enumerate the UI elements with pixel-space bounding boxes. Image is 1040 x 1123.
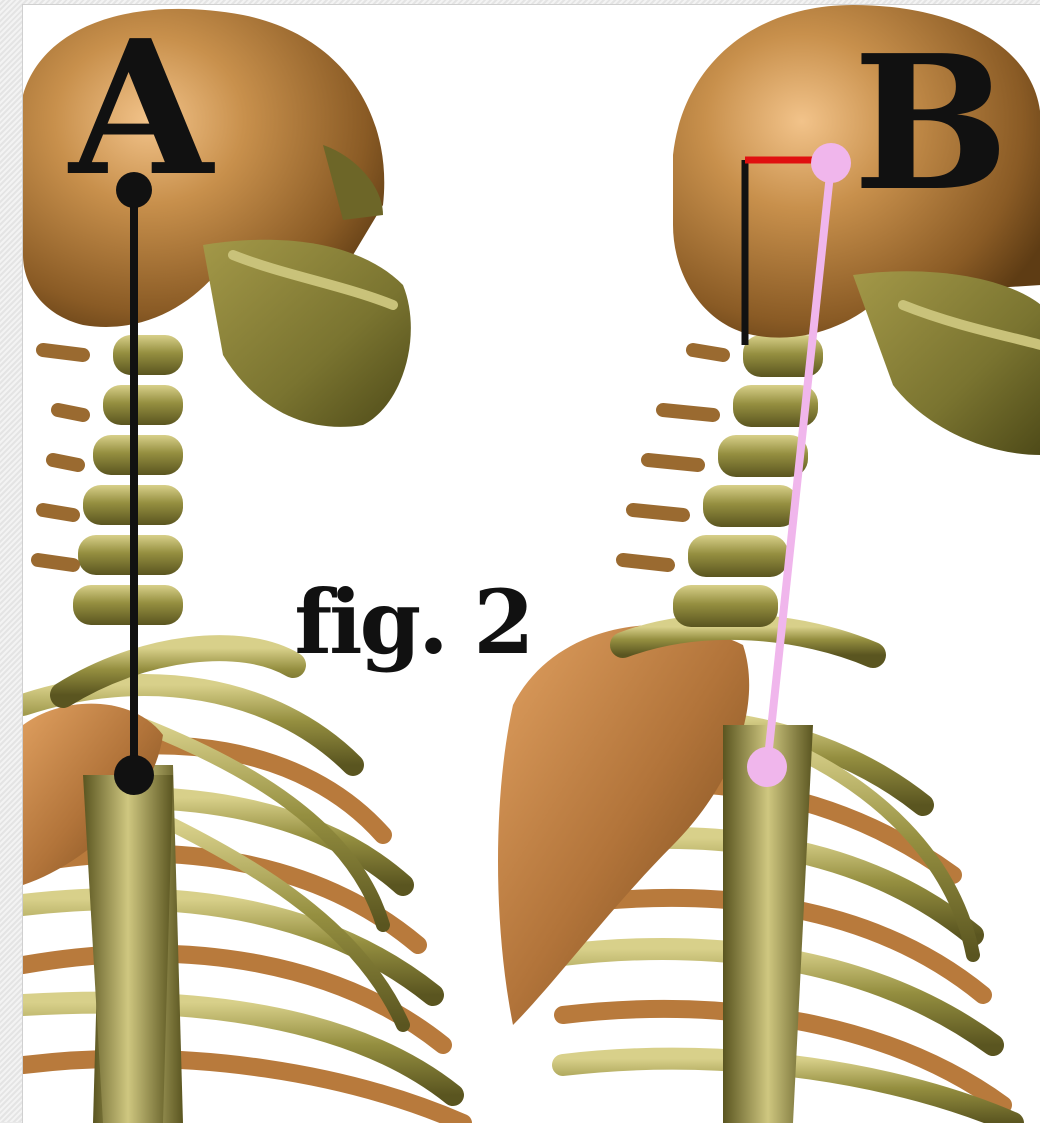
ear-marker-b (811, 143, 851, 183)
panel-a-label: A (67, 5, 215, 217)
figure-caption: fig. 2 (294, 570, 531, 674)
posture-diagram-svg: A B fig. 2 (23, 5, 1040, 1123)
cervical-spine-a (38, 335, 183, 625)
shoulder-b (498, 625, 749, 1025)
panel-b-label: B (853, 14, 1009, 232)
posture-figure: A B fig. 2 (22, 4, 1040, 1123)
shoulder-marker-b (747, 747, 787, 787)
cervical-spine-b (623, 335, 823, 627)
shoulder-marker-a (114, 755, 154, 795)
